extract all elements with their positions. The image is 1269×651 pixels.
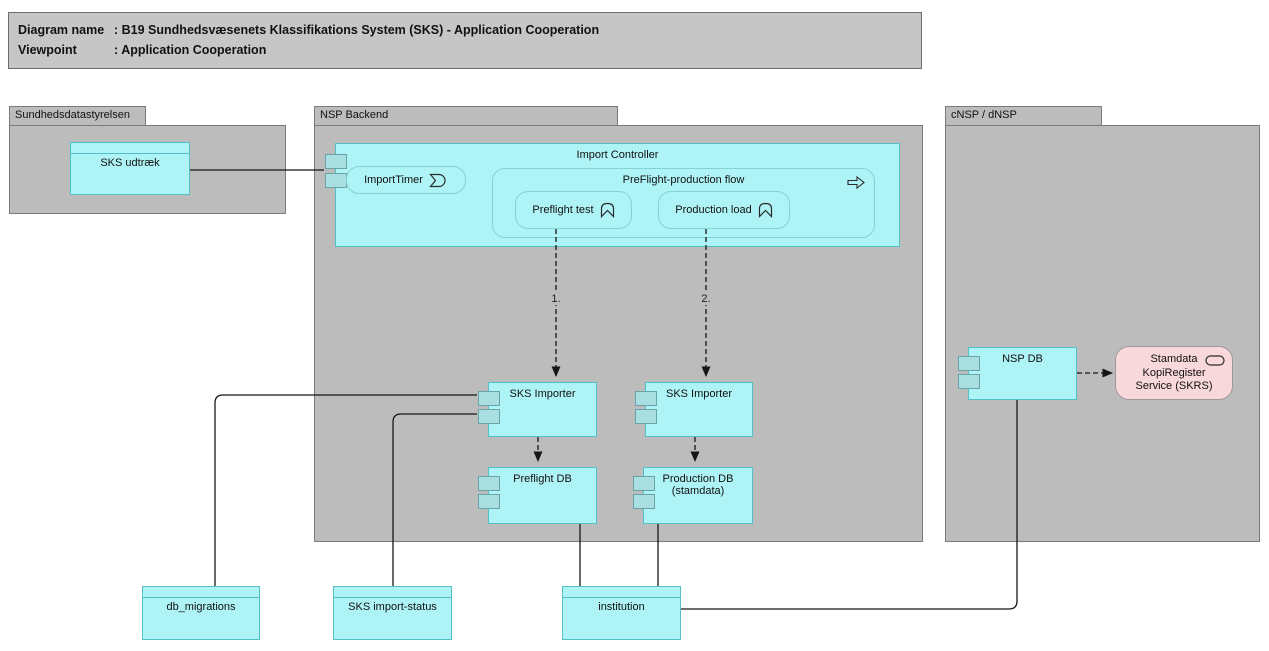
component-port <box>325 173 347 188</box>
diagram-name-label: Diagram name <box>18 23 105 37</box>
element-db-migrations[interactable]: db_migrations <box>142 586 260 640</box>
table-band <box>563 587 680 598</box>
element-label: ImportTimer <box>364 174 423 186</box>
component-port <box>633 476 655 491</box>
element-label: NSP DB <box>1002 353 1043 365</box>
application-event-icon <box>429 173 448 188</box>
diagram-name-value: B19 Sundhedsvæsenets Klassifikations Sys… <box>121 23 600 37</box>
group-label-cnsp-dnsp: cNSP / dNSP <box>951 109 1017 121</box>
group-body-cnsp-dnsp[interactable] <box>945 125 1260 542</box>
element-preflight-test[interactable]: Preflight test <box>515 191 632 229</box>
element-label-line3: Service (SKRS) <box>1135 380 1213 392</box>
group-label-sundhedsdatastyrelsen: Sundhedsdatastyrelsen <box>15 109 130 121</box>
element-import-timer[interactable]: ImportTimer <box>346 166 466 194</box>
element-label: db_migrations <box>166 601 236 613</box>
component-port <box>635 409 657 424</box>
element-label: SKS import-status <box>348 601 437 613</box>
element-sks-udtraek[interactable]: SKS udtræk <box>70 142 190 195</box>
element-label-line2: KopiRegister <box>1142 366 1206 379</box>
component-port <box>478 391 500 406</box>
diagram-name-row: Diagram name: B19 Sundhedsvæsenets Klass… <box>18 20 912 40</box>
group-tab-sundhedsdatastyrelsen[interactable]: Sundhedsdatastyrelsen <box>9 106 146 126</box>
element-label-line1: Production DB <box>662 473 734 485</box>
element-skrs-service[interactable]: Stamdata KopiRegister Service (SKRS) <box>1115 346 1233 400</box>
element-label: institution <box>598 601 645 613</box>
table-band <box>334 587 451 598</box>
function-chevron-icon <box>600 202 615 218</box>
element-nsp-db[interactable]: NSP DB <box>958 347 1077 400</box>
component-port <box>635 391 657 406</box>
function-chevron-icon <box>758 202 773 218</box>
viewpoint-sep: : <box>114 43 119 57</box>
component-port <box>478 409 500 424</box>
viewpoint-row: Viewpoint: Application Cooperation <box>18 40 912 60</box>
component-port <box>958 356 980 371</box>
viewpoint-label: Viewpoint <box>18 43 77 57</box>
group-tab-cnsp-dnsp[interactable]: cNSP / dNSP <box>945 106 1102 126</box>
element-production-db[interactable]: Production DB (stamdata) <box>633 467 753 524</box>
element-label: PreFlight-production flow <box>622 174 745 186</box>
table-band <box>143 587 259 598</box>
viewpoint-value: Application Cooperation <box>121 43 267 57</box>
element-institution[interactable]: institution <box>562 586 681 640</box>
element-label-line1: Stamdata <box>1150 353 1198 365</box>
element-sks-import-status[interactable]: SKS import-status <box>333 586 452 640</box>
element-label: Production load <box>675 204 752 216</box>
diagram-title-bar: Diagram name: B19 Sundhedsvæsenets Klass… <box>8 12 922 69</box>
element-production-load[interactable]: Production load <box>658 191 790 229</box>
group-tab-nsp-backend[interactable]: NSP Backend <box>314 106 618 126</box>
element-label: Import Controller <box>576 149 659 161</box>
element-label: Production DB (stamdata) <box>644 468 752 497</box>
component-port <box>325 154 347 169</box>
diagram-name-sep: : <box>114 23 119 37</box>
element-label: Preflight test <box>532 204 594 216</box>
element-label: SKS Importer <box>509 388 576 400</box>
element-label-line2: (stamdata) <box>671 485 725 497</box>
element-label: Stamdata KopiRegister Service (SKRS) <box>1116 353 1232 394</box>
element-label: Preflight DB <box>513 473 572 485</box>
component-port <box>478 494 500 509</box>
element-label: SKS Importer <box>665 388 733 400</box>
element-sks-importer-left[interactable]: SKS Importer <box>478 382 597 437</box>
element-sks-importer-right[interactable]: SKS Importer <box>635 382 753 437</box>
service-oval-icon <box>1205 355 1225 366</box>
table-band <box>71 143 189 154</box>
component-port <box>478 476 500 491</box>
component-port <box>633 494 655 509</box>
process-arrow-icon <box>847 175 865 190</box>
element-label: SKS udtræk <box>100 157 160 169</box>
component-port <box>958 374 980 389</box>
element-preflight-db[interactable]: Preflight DB <box>478 467 597 524</box>
group-label-nsp-backend: NSP Backend <box>320 109 389 121</box>
